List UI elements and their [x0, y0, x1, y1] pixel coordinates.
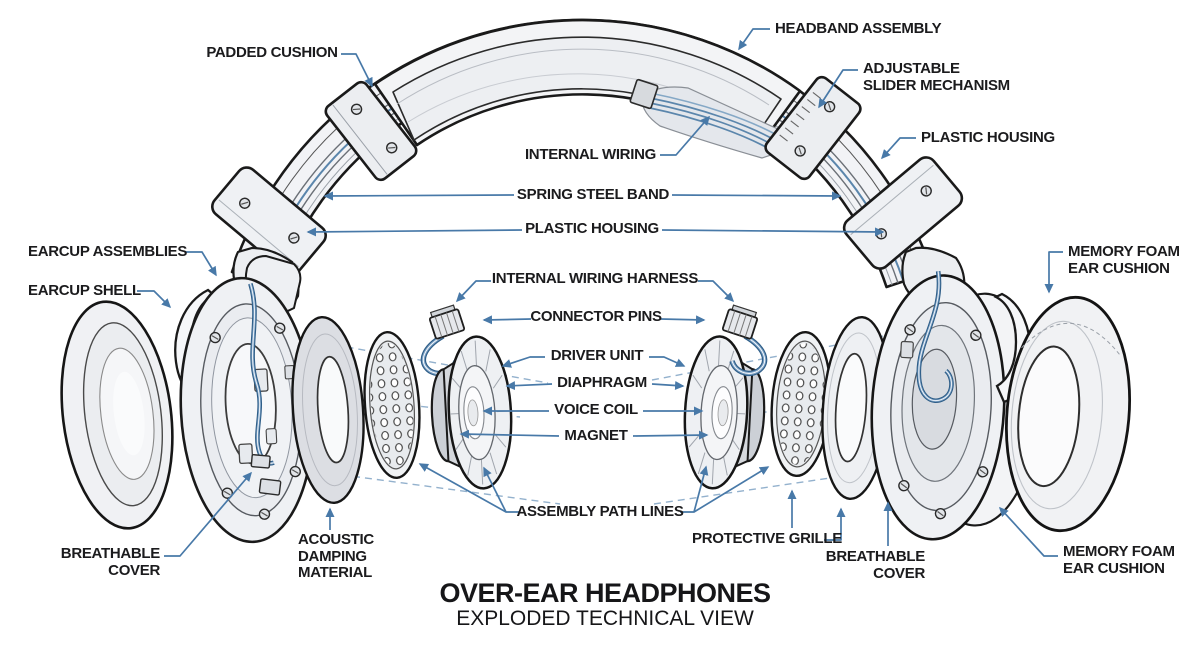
label-earcup-shell: EARCUP SHELL: [28, 282, 141, 299]
label-internal-wiring-harness: INTERNAL WIRING HARNESS: [491, 270, 699, 287]
label-padded-cushion: PADDED CUSHION: [206, 44, 338, 61]
label-breathable-cover-left: BREATHABLE COVER: [60, 545, 161, 579]
label-magnet: MAGNET: [564, 427, 628, 444]
acoustic-damping-ring-drawing: [291, 315, 365, 505]
label-driver-unit: DRIVER UNIT: [550, 347, 644, 364]
leader-assembly-path-right-a: [680, 466, 770, 513]
label-protective-grille: PROTECTIVE GRILLE: [692, 530, 842, 547]
left-slider-drawing: [324, 80, 418, 182]
leader-spring-steel-band-left: [323, 191, 515, 201]
left-ear-cushion-drawing: [60, 300, 174, 530]
leader-driver-unit-right: [649, 356, 686, 367]
label-plastic-housing-center: PLASTIC HOUSING: [525, 220, 659, 237]
label-plastic-housing-right: PLASTIC HOUSING: [921, 129, 1055, 146]
diagram-title: OVER-EAR HEADPHONES: [439, 578, 771, 608]
left-connector-pins-drawing: [428, 304, 466, 340]
leader-breathable-cover-left: [164, 471, 252, 557]
padded-cushion-drawing: [373, 18, 802, 159]
leader-plastic-housing-center-left: [306, 227, 523, 237]
label-memory-foam-ear-cushion-top: MEMORY FOAM EAR CUSHION: [1068, 243, 1180, 277]
leader-adjustable-slider: [818, 69, 858, 109]
leader-earcup-shell: [137, 290, 172, 309]
right-shell-wire-drawing: [916, 270, 954, 403]
right-wiring-harness-drawing: [721, 304, 768, 377]
right-driver-unit-drawing: [683, 335, 766, 490]
leader-lines: [137, 28, 1063, 557]
leader-headband-assembly: [738, 28, 770, 51]
label-connector-pins: CONNECTOR PINS: [530, 308, 662, 325]
label-earcup-assemblies: EARCUP ASSEMBLIES: [28, 243, 188, 260]
leader-spring-steel-band-right: [671, 191, 842, 201]
diagram-title-block: OVER-EAR HEADPHONES EXPLODED TECHNICAL V…: [439, 578, 771, 631]
leader-connector-pins-left: [482, 315, 532, 325]
leader-memory-foam-top: [1044, 251, 1063, 294]
leader-protective-grille-a: [824, 507, 846, 541]
right-connector-pins-drawing: [721, 304, 759, 340]
leader-connector-pins-right: [660, 315, 706, 325]
plastic-housing-left-drawing: [211, 166, 327, 276]
diagram-subtitle: EXPLODED TECHNICAL VIEW: [456, 607, 754, 631]
label-acoustic-damping-material: ACOUSTIC DAMPING MATERIAL: [298, 531, 374, 581]
label-adjustable-slider-mechanism: ADJUSTABLE SLIDER MECHANISM: [863, 60, 1010, 94]
adjustable-slider-drawing: [764, 75, 862, 181]
leader-memory-foam-bottom: [998, 506, 1058, 557]
label-internal-wiring: INTERNAL WIRING: [524, 146, 656, 163]
leader-wiring-harness-right: [698, 280, 735, 303]
leader-earcup-assemblies: [185, 251, 217, 277]
leader-assembly-path-left-b: [483, 466, 507, 513]
leader-plastic-housing-center-right: [661, 227, 885, 237]
label-diaphragm: DIAPHRAGM: [557, 374, 647, 391]
label-spring-steel-band: SPRING STEEL BAND: [516, 186, 670, 203]
leader-driver-unit-left: [501, 356, 545, 368]
label-headband-assembly: HEADBAND ASSEMBLY: [775, 20, 942, 37]
leader-magnet-left: [459, 429, 560, 439]
leader-wiring-harness-left: [455, 280, 491, 303]
left-earcup-shell-drawing: [179, 276, 315, 544]
headband-drawing: [211, 18, 966, 314]
leader-magnet-right: [632, 430, 709, 440]
left-grille-drawing: [363, 330, 421, 480]
left-driver-unit-drawing: [430, 335, 513, 490]
leader-diaphragm-left: [505, 381, 553, 391]
label-assembly-path-lines: ASSEMBLY PATH LINES: [516, 503, 684, 520]
plastic-housing-right-drawing: [842, 156, 964, 270]
leader-plastic-housing-right: [880, 137, 916, 160]
label-voice-coil: VOICE COIL: [554, 401, 638, 418]
label-breathable-cover-right: BREATHABLE COVER: [825, 548, 926, 582]
leader-internal-wiring: [660, 115, 710, 156]
leader-assembly-path-right-b: [693, 465, 709, 513]
leader-diaphragm-right: [651, 380, 685, 390]
leader-padded-cushion: [341, 53, 373, 88]
right-grille-drawing: [770, 330, 832, 478]
right-ear-cushion-drawing: [1004, 295, 1132, 533]
label-memory-foam-ear-cushion-bottom: MEMORY FOAM EAR CUSHION: [1063, 543, 1175, 577]
